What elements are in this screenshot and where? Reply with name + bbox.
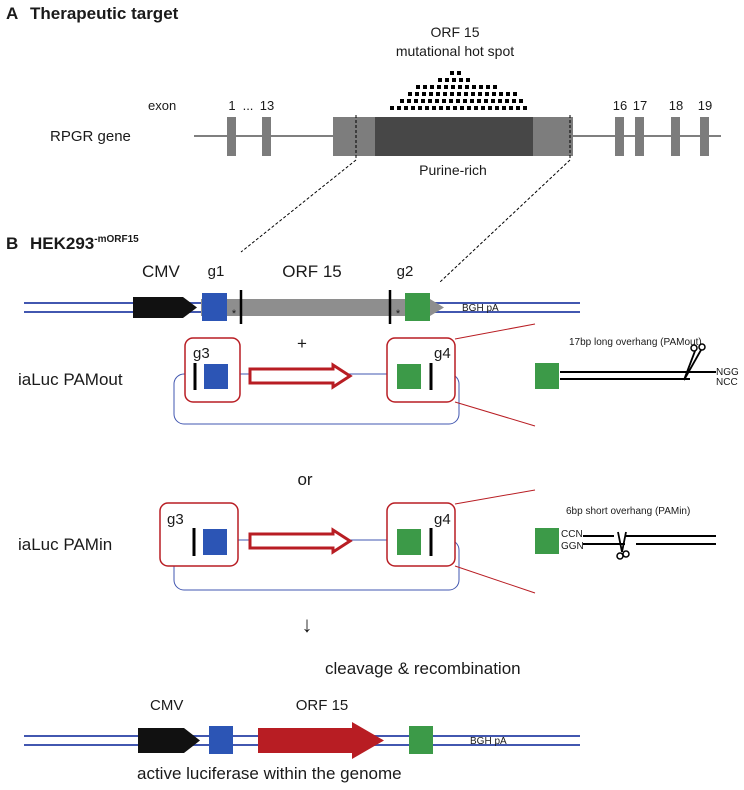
- blue-box-g3-pamin: [203, 529, 227, 555]
- exon-19-label: 19: [698, 98, 712, 113]
- exon-17: [635, 117, 644, 156]
- exon-ellipsis-label: ...: [243, 98, 254, 113]
- exon-16-label: 16: [613, 98, 627, 113]
- result-green-box: [409, 726, 433, 754]
- zoom-line-pamout-top: [454, 323, 536, 340]
- ngg-label: NGG: [716, 367, 739, 378]
- g4-label-pamout: g4: [434, 345, 451, 362]
- zoom-line-pamin-top: [454, 489, 536, 505]
- g3-label-pamin: g3: [167, 511, 184, 528]
- exon-1: [227, 117, 236, 156]
- result-cmv-label: CMV: [150, 697, 183, 714]
- hotspot-row-4: [408, 92, 517, 96]
- plus-sign: +: [297, 334, 307, 353]
- hotspot-title-line2: mutational hot spot: [396, 43, 514, 59]
- panel-b: B HEK293-mORF15 CMV g1 ORF 15 g2 * * BGH…: [6, 234, 739, 783]
- asterisk-g2: *: [396, 308, 401, 320]
- hek293-construct: CMV g1 ORF 15 g2 * * BGH pA: [24, 262, 580, 324]
- ggn-label: GGN: [561, 541, 584, 552]
- or-label: or: [297, 470, 312, 489]
- green-box-pamin-detail: [535, 528, 559, 554]
- luciferase-arrow-pamin: [248, 527, 353, 555]
- hotspot-title-line1: ORF 15: [430, 24, 479, 40]
- result-construct: CMV ORF 15 BGH pA active luciferase with…: [24, 697, 580, 783]
- asterisk-g1: *: [232, 308, 237, 320]
- down-arrow-icon: ↓: [302, 612, 313, 637]
- green-box-pamout-detail: [535, 363, 559, 389]
- gene-label: RPGR gene: [50, 128, 131, 145]
- cmv-arrow: [133, 297, 197, 318]
- blue-box-g1: [202, 293, 227, 321]
- result-caption: active luciferase within the genome: [137, 764, 402, 783]
- result-bgh-pa-label: BGH pA: [470, 736, 507, 747]
- pamin-overhang-label: 6bp short overhang (PAMin): [566, 506, 690, 517]
- pamout-overhang-label: 17bp long overhang (PAMout): [569, 337, 702, 348]
- ncc-label: NCC: [716, 377, 738, 388]
- luciferase-arrow-pamout: [248, 362, 353, 390]
- panel-a-letter: A: [6, 4, 18, 23]
- cleavage-label: cleavage & recombination: [325, 659, 521, 678]
- exon-13: [262, 117, 271, 156]
- exon-19: [700, 117, 709, 156]
- result-luciferase-arrow: [258, 722, 384, 759]
- panel-b-letter: B: [6, 234, 18, 253]
- exon-label: exon: [148, 98, 176, 113]
- g4-label-pamin: g4: [434, 511, 451, 528]
- hotspot-row-5: [400, 99, 523, 103]
- orf15-label: ORF 15: [282, 262, 342, 281]
- pamout-plasmid: iaLuc PAMout g3 g4: [18, 337, 460, 425]
- green-box-g2: [405, 293, 430, 321]
- exon-18-label: 18: [669, 98, 683, 113]
- g3-label-pamout: g3: [193, 345, 210, 362]
- orf15-arrow: [201, 299, 444, 316]
- pamout-overhang-detail: 17bp long overhang (PAMout) NGG NCC: [535, 337, 739, 389]
- scissors-icon-pamin: [616, 531, 630, 560]
- cell-line-label: HEK293-mORF15: [30, 234, 139, 253]
- hotspot-row-3: [416, 85, 497, 89]
- g1-label: g1: [208, 263, 225, 280]
- cmv-label: CMV: [142, 262, 180, 281]
- zoom-line-left: [240, 159, 357, 253]
- exon-13-label: 13: [260, 98, 274, 113]
- exon-18: [671, 117, 680, 156]
- result-cmv-arrow: [138, 728, 200, 753]
- zoom-line-pamout-bottom: [454, 401, 536, 427]
- green-box-g4-pamout: [397, 364, 421, 389]
- hotspot-row-6: [390, 106, 527, 110]
- result-orf15-label: ORF 15: [296, 697, 349, 714]
- purine-rich-region: [375, 117, 533, 156]
- blue-box-g3-pamout: [204, 364, 228, 389]
- green-box-g4-pamin: [397, 529, 421, 555]
- exon-16: [615, 117, 624, 156]
- zoom-line-right: [439, 159, 571, 283]
- ccn-label: CCN: [561, 529, 583, 540]
- panel-a-title: Therapeutic target: [30, 4, 179, 23]
- pamout-label: iaLuc PAMout: [18, 370, 123, 389]
- bgh-pa-label: BGH pA: [462, 303, 499, 314]
- hotspot-row-2: [438, 78, 470, 82]
- panel-a: A Therapeutic target ORF 15 mutational h…: [6, 4, 721, 283]
- g2-label: g2: [397, 263, 414, 280]
- exon-1-label: 1: [228, 98, 235, 113]
- purine-rich-label: Purine-rich: [419, 162, 487, 178]
- hotspot-row-1: [450, 71, 461, 75]
- exon-17-label: 17: [633, 98, 647, 113]
- pamin-label: iaLuc PAMin: [18, 535, 112, 554]
- pamin-overhang-detail: 6bp short overhang (PAMin) CCN GGN: [535, 506, 716, 560]
- scissors-icon-pamout: [683, 343, 706, 381]
- zoom-line-pamin-bottom: [454, 565, 536, 594]
- result-blue-box: [209, 726, 233, 754]
- pamin-plasmid: iaLuc PAMin g3 g4: [18, 502, 460, 591]
- mutation-hotspot-marks: [390, 71, 527, 110]
